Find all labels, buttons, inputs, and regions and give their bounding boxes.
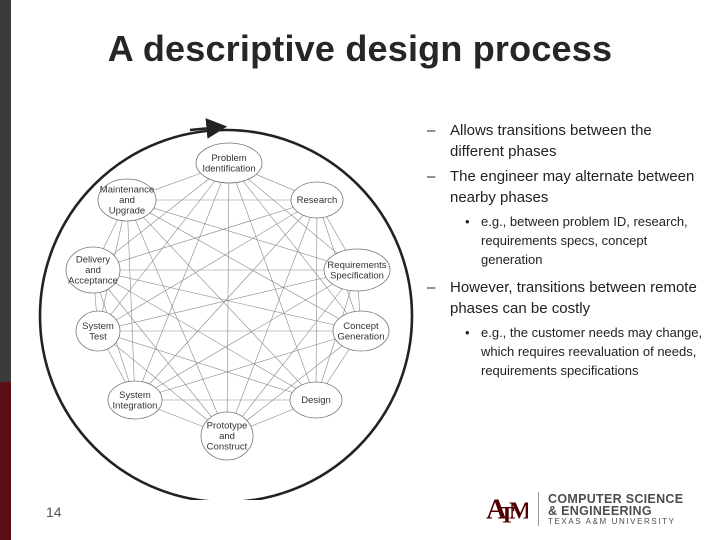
phase-node-label: Generation <box>337 331 384 342</box>
phase-node-shape <box>290 181 344 219</box>
phase-node-label: Requirements <box>327 260 386 271</box>
transition-edge <box>97 199 318 332</box>
logo-text-line3: TEXAS A&M UNIVERSITY <box>548 517 676 526</box>
phase-node-label: Test <box>89 331 107 342</box>
phase-node-shape <box>332 310 390 352</box>
phase-node-label: Research <box>297 195 338 206</box>
logo-text-line1: COMPUTER SCIENCE <box>548 492 684 506</box>
phase-node-label: System <box>82 321 114 332</box>
transition-edge <box>126 199 362 332</box>
bullet-text: However, transitions between remote phas… <box>450 279 697 317</box>
phase-node-label: Specification <box>330 270 384 281</box>
phase-node-label: Concept <box>343 321 379 332</box>
phase-node-shape <box>65 246 121 294</box>
sub-bullet-item: • e.g., between problem ID, research, req… <box>423 212 708 269</box>
phase-node-shape <box>323 248 391 292</box>
svg-text:T: T <box>499 502 514 527</box>
bullet-item: –Allows transitions between the differen… <box>423 120 708 162</box>
phase-node-shape <box>97 178 157 222</box>
phase-node-design: Design <box>289 381 343 419</box>
svg-text:A: A <box>486 495 507 526</box>
bullet-marker: – <box>427 279 436 296</box>
phase-node-label: Maintenance <box>100 185 154 196</box>
phase-node-label: Integration <box>113 400 158 411</box>
bullet-text: e.g., between problem ID, research, requ… <box>481 214 688 267</box>
phase-node-label: and <box>85 265 101 276</box>
logo-text-line2: & ENGINEERING <box>548 504 652 518</box>
design-process-diagram: ProblemIdentificationResearchRequirement… <box>38 118 414 500</box>
transition-edge <box>228 162 358 271</box>
bullet-text: The engineer may alternate between nearb… <box>450 168 695 206</box>
transition-edge <box>126 199 358 271</box>
phase-node-label: Delivery <box>76 255 111 266</box>
phase-node-shape <box>289 381 343 419</box>
transition-edge <box>226 330 362 437</box>
bullet-marker: – <box>427 122 436 139</box>
transition-edge <box>126 199 317 401</box>
phase-node-shape <box>75 310 121 352</box>
sidebar-accent-gray <box>0 0 11 382</box>
phase-node-label: Construct <box>207 442 248 453</box>
bullet-text: e.g., the customer needs may change, whi… <box>481 325 703 378</box>
transition-edge <box>97 330 228 437</box>
transition-edge <box>126 199 228 437</box>
transition-edge <box>92 269 317 401</box>
transition-edge <box>92 269 228 437</box>
transition-edge <box>92 269 362 332</box>
phase-node-research: Research <box>290 181 344 219</box>
bullet-marker: – <box>427 168 436 185</box>
logo-divider <box>538 492 539 526</box>
page-number: 14 <box>46 504 62 520</box>
transition-edge <box>97 330 317 401</box>
cycle-arrow <box>189 118 228 139</box>
transition-edge <box>315 199 318 401</box>
transition-edge <box>228 162 362 332</box>
phase-node-shape <box>200 411 254 461</box>
phase-node-label: and <box>219 431 235 442</box>
slide-title: A descriptive design process <box>107 28 613 69</box>
bullet-text: Allows transitions between the different… <box>450 122 652 160</box>
svg-text:M: M <box>509 498 528 525</box>
bullet-list: –Allows transitions between the differen… <box>423 120 708 388</box>
texas-am-logo-icon: A T M <box>486 495 528 528</box>
phase-node-label: Acceptance <box>68 276 118 287</box>
phase-node-label: Identification <box>202 163 255 174</box>
transition-edge <box>226 199 318 437</box>
phase-node-label: Prototype <box>207 421 248 432</box>
phase-node-label: and <box>119 195 135 206</box>
phase-node-label: Problem <box>211 153 246 164</box>
transition-edge <box>126 199 136 401</box>
phase-node-shape <box>195 142 263 184</box>
bullet-item: –The engineer may alternate between near… <box>423 166 708 208</box>
transition-edge <box>134 269 358 401</box>
sub-bullet-item: • e.g., the customer needs may change, wh… <box>423 323 708 380</box>
phase-node-label: Design <box>301 395 331 406</box>
transition-edge <box>134 330 362 401</box>
transition-edge <box>134 162 230 401</box>
phase-node-label: System <box>119 390 151 401</box>
phase-nodes: ProblemIdentificationResearchRequirement… <box>65 142 391 461</box>
bullet-item: –However, transitions between remote pha… <box>423 277 708 319</box>
phase-node-shape <box>107 380 163 420</box>
transition-edge <box>226 162 230 437</box>
bullet-marker: • <box>465 325 470 340</box>
transition-edge <box>226 269 358 437</box>
phase-node-label: Upgrade <box>109 206 145 217</box>
bullet-marker: • <box>465 214 470 229</box>
transition-edge <box>92 199 318 271</box>
sidebar-accent-maroon <box>0 382 11 540</box>
